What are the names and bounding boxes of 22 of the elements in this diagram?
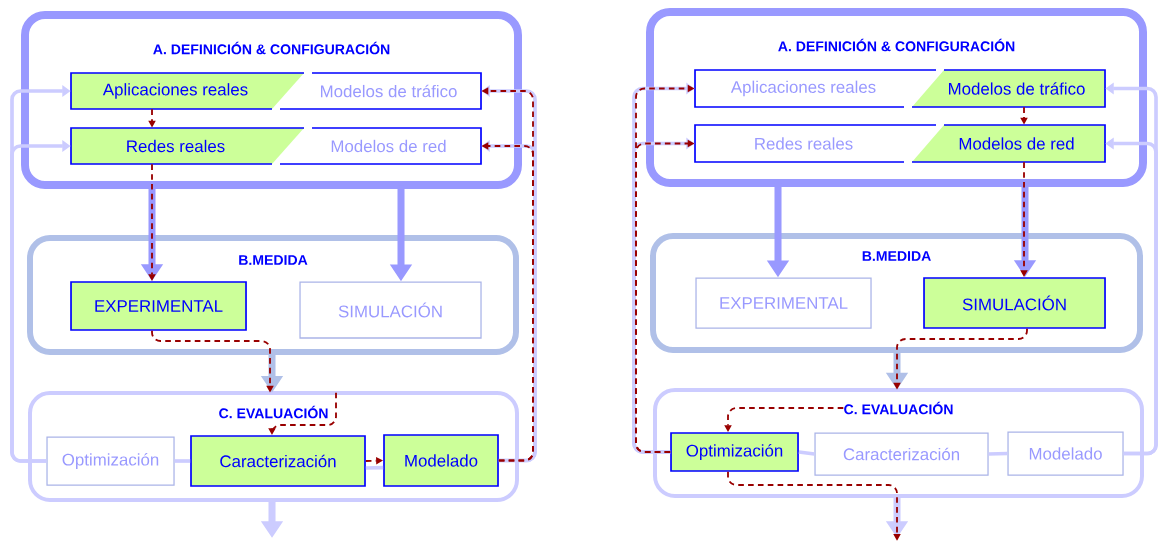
process-box: Modelos de tráfico (279, 72, 482, 110)
process-box: EXPERIMENTAL (70, 281, 247, 331)
process-box: Modelos de tráfico (911, 69, 1106, 108)
connector-line (988, 451, 1008, 456)
process-box: Caracterización (814, 432, 989, 476)
connector-line (174, 459, 191, 463)
process-box: Redes reales (694, 124, 937, 163)
process-box: Redes reales (70, 127, 305, 165)
process-box: Modelado (383, 434, 499, 487)
process-box: Aplicaciones reales (70, 72, 305, 110)
process-box: SIMULACIÓN (923, 277, 1106, 329)
process-box: Optimización (46, 436, 175, 486)
process-box: Optimización (670, 432, 799, 472)
process-box: EXPERIMENTAL (695, 277, 872, 329)
connector-line (365, 465, 384, 470)
connector-line (798, 450, 815, 456)
process-box: Modelos de red (911, 124, 1106, 163)
process-box: Aplicaciones reales (694, 69, 937, 108)
process-box: Caracterización (190, 435, 366, 487)
process-box: Modelos de red (279, 127, 482, 165)
process-box: SIMULACIÓN (299, 281, 482, 339)
process-box: Modelado (1007, 431, 1124, 476)
